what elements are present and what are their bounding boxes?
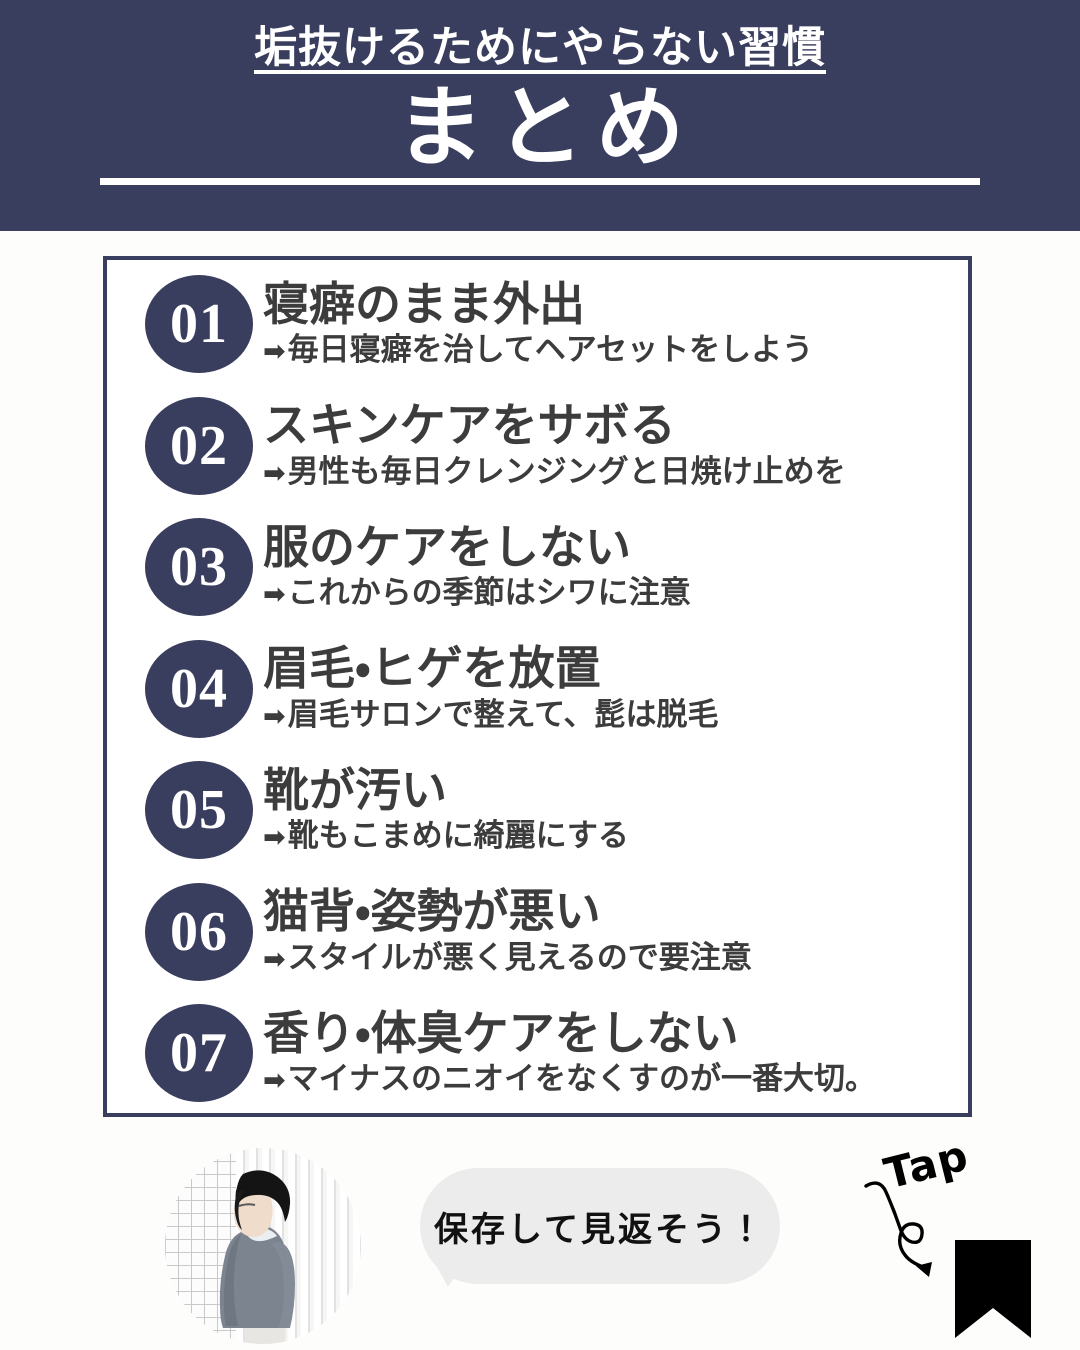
item-description-text: 眉毛サロンで整えて、髭は脱毛 [287,696,719,732]
item-description-text: 毎日寝癖を治してヘアセットをしよう [287,332,814,368]
item-description: ➡眉毛サロンで整えて、髭は脱毛 [263,696,945,733]
item-number-badge: 05 [145,761,253,859]
item-description-text: 男性も毎日クレンジングと日焼け止めを [287,453,846,489]
person-silhouette-icon [219,1170,295,1344]
item-title: 猫背・姿勢が悪い [263,886,601,938]
item-text-group: スキンケアをサボる➡男性も毎日クレンジングと日焼け止めを [263,401,945,489]
item-text-group: 服のケアをしない➡これからの季節はシワに注意 [263,523,945,611]
item-description-text: これからの季節はシワに注意 [287,575,691,611]
header-divider [100,178,980,185]
right-arrow-icon: ➡ [263,822,286,854]
header-banner: 垢抜けるためにやらない習慣 まとめ [0,0,1080,231]
item-description: ➡スタイルが悪く見えるので要注意 [263,939,945,976]
item-text-group: 猫背・姿勢が悪い➡スタイルが悪く見えるので要注意 [263,887,945,975]
right-arrow-icon: ➡ [263,943,286,975]
item-number-badge: 02 [145,396,253,495]
item-text-group: 靴が汚い➡靴もこまめに綺麗にする [263,766,945,854]
right-arrow-icon: ➡ [263,700,286,732]
item-description: ➡靴もこまめに綺麗にする [263,819,945,854]
item-number-badge: 04 [145,639,253,738]
item-number-badge: 06 [145,882,253,981]
item-description: ➡男性も毎日クレンジングと日焼け止めを [263,453,945,490]
item-description-text: 靴もこまめに綺麗にする [287,818,629,854]
curly-arrow-icon [864,1181,932,1277]
item-description-text: スタイルが悪く見えるので要注意 [287,939,752,975]
header-subtitle: 垢抜けるためにやらない習慣 [254,25,826,72]
item-description: ➡毎日寝癖を治してヘアセットをしよう [263,333,945,368]
item-text-group: 眉毛・ヒゲを放置➡眉毛サロンで整えて、髭は脱毛 [263,644,945,732]
item-number-badge: 01 [145,275,253,373]
item-title: 服のケアをしない [263,521,631,573]
bookmark-save-icon[interactable] [955,1240,1031,1338]
right-arrow-icon: ➡ [263,579,286,611]
avatar [165,1148,361,1344]
item-title: 靴が汚い [263,764,447,816]
item-title: スキンケアをサボる [263,400,676,452]
item-description-text: マイナスのニオイをなくすのが一番大切。 [287,1061,877,1097]
item-text-group: 香り・体臭ケアをしない➡マイナスのニオイをなくすのが一番大切。 [263,1009,945,1097]
page-title: まとめ [395,81,696,178]
right-arrow-icon: ➡ [263,336,286,368]
item-number-badge: 07 [145,1004,253,1102]
footer: 保存して見返そう！ Tap [0,1120,1080,1350]
right-arrow-icon: ➡ [263,1065,286,1097]
speech-bubble: 保存して見返そう！ [420,1168,780,1284]
item-title: 寝癖のまま外出 [263,278,585,330]
item-text-group: 寝癖のまま外出➡毎日寝癖を治してヘアセットをしよう [263,280,945,368]
avatar-grid-pattern [165,1148,236,1344]
item-description: ➡これからの季節はシワに注意 [263,576,945,611]
speech-bubble-text: 保存して見返そう！ [434,1209,766,1250]
item-description: ➡マイナスのニオイをなくすのが一番大切。 [263,1062,945,1097]
item-title: 香り・体臭ケアをしない [263,1007,739,1059]
item-number-badge: 03 [145,518,253,616]
right-arrow-icon: ➡ [263,457,286,489]
item-title: 眉毛・ヒゲを放置 [263,643,601,695]
